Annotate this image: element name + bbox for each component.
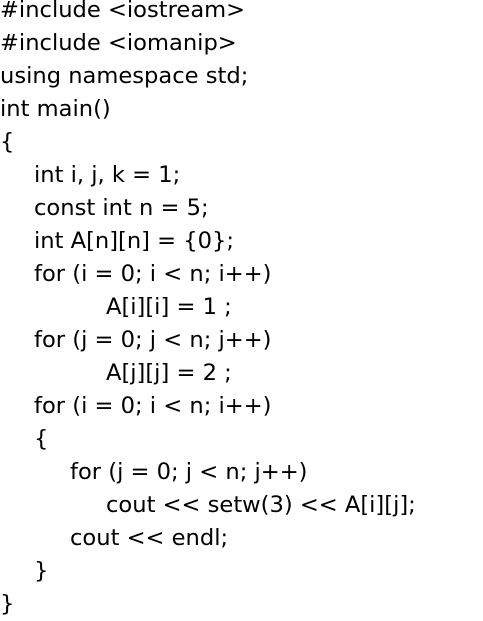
code-line-7: const int n = 5; — [34, 195, 209, 221]
code-line-5: { — [0, 129, 15, 155]
code-line-12: A[j][j] = 2 ; — [106, 360, 232, 386]
code-line-13: for (i = 0; i < n; i++) — [34, 393, 272, 419]
code-line-9: for (i = 0; i < n; i++) — [34, 261, 272, 287]
code-line-16: cout << setw(3) << A[i][j]; — [106, 492, 416, 518]
code-line-15: for (j = 0; j < n; j++) — [70, 459, 308, 485]
code-line-11: for (j = 0; j < n; j++) — [34, 327, 272, 353]
code-line-10: A[i][i] = 1 ; — [106, 294, 232, 320]
code-line-19: } — [0, 591, 15, 617]
code-line-2: #include <iomanip> — [0, 30, 237, 56]
code-line-18: } — [34, 558, 49, 584]
code-line-3: using namespace std; — [0, 63, 249, 89]
code-line-17: cout << endl; — [70, 525, 229, 551]
code-line-8: int A[n][n] = {0}; — [34, 228, 235, 254]
code-line-1: #include <iostream> — [0, 0, 246, 23]
code-line-14: { — [34, 426, 49, 452]
code-line-6: int i, j, k = 1; — [34, 162, 181, 188]
code-line-4: int main() — [0, 96, 111, 122]
